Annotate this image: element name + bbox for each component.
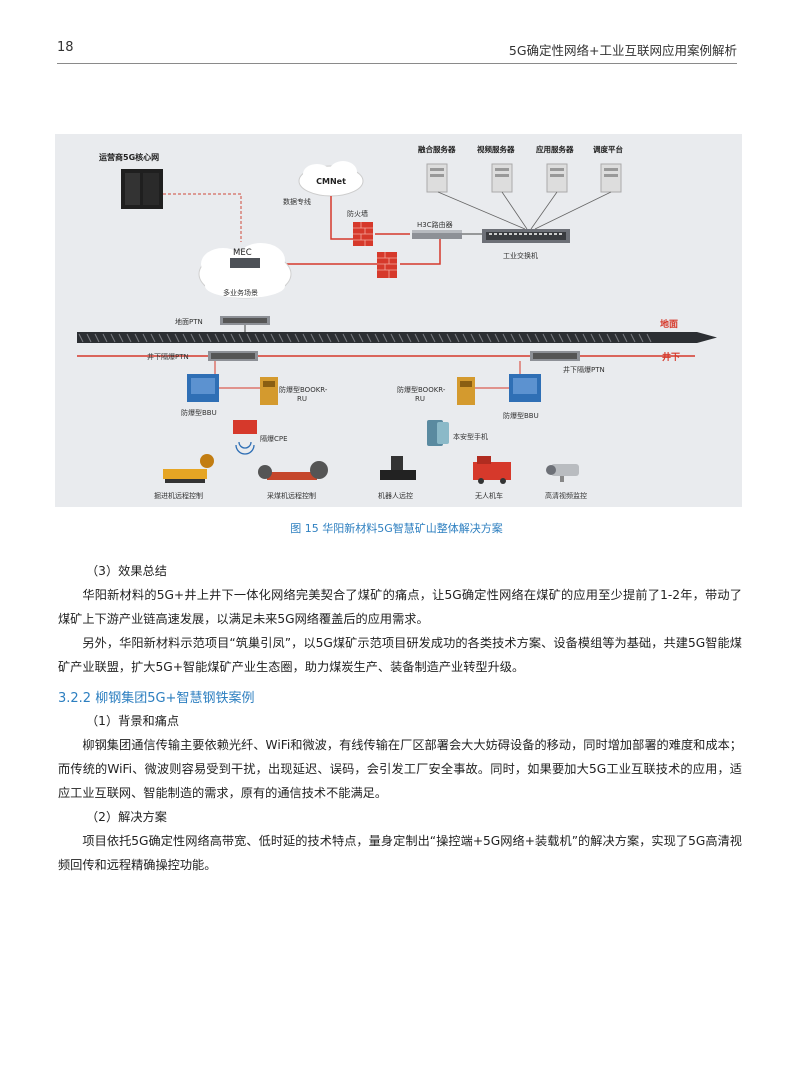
s3-heading: （3）效果总结 bbox=[86, 564, 167, 578]
cmnet-label: CMNet bbox=[316, 177, 346, 186]
firewall-icon bbox=[353, 222, 397, 278]
s1-p1-text: 柳钢集团通信传输主要依赖光纤、WiFi和微波，有线传输在厂区部署会大大妨碍设备的… bbox=[58, 738, 742, 800]
s2-paragraph: 项目依托5G确定性网络高带宽、低时延的技术特点，量身定制出“操控端+5G网络+装… bbox=[58, 829, 742, 877]
shearer-icon bbox=[258, 461, 328, 480]
server-label-3: 应用服务器 bbox=[536, 144, 574, 154]
rru-right-icon bbox=[457, 377, 475, 405]
device-label-4: 无人机车 bbox=[475, 491, 503, 500]
switch-label: 工业交换机 bbox=[503, 251, 538, 260]
firewall-label: 防火墙 bbox=[347, 209, 368, 218]
cpe-icon bbox=[233, 420, 257, 455]
s1-heading: （1）背景和痛点 bbox=[86, 714, 180, 728]
device-label-1: 掘进机远程控制 bbox=[154, 491, 203, 500]
header-title: 5G确定性网络+工业互联网应用案例解析 bbox=[508, 43, 737, 58]
camera-icon bbox=[546, 464, 579, 482]
server-icons bbox=[426, 163, 622, 193]
cpe-label: 隔爆CPE bbox=[260, 434, 288, 443]
s3-p2-text: 另外，华阳新材料示范项目“筑巢引凤”，以5G煤矿示范项目研发成功的各类技术方案、… bbox=[58, 636, 742, 674]
s1-paragraph: 柳钢集团通信传输主要依赖光纤、WiFi和微波，有线传输在厂区部署会大大妨碍设备的… bbox=[58, 733, 742, 805]
bbu-right-icon bbox=[509, 374, 541, 402]
bbu-left-icon bbox=[187, 374, 219, 402]
router-label: H3C路由器 bbox=[417, 220, 453, 229]
data-line-label: 数据专线 bbox=[283, 197, 311, 206]
figure-caption: 图 15 华阳新材料5G智慧矿山整体解决方案 bbox=[290, 522, 503, 535]
device-label-3: 机器人远控 bbox=[378, 491, 413, 500]
s2-heading: （2）解决方案 bbox=[86, 810, 167, 824]
s3-paragraph-2: 另外，华阳新材料示范项目“筑巢引凤”，以5G煤矿示范项目研发成功的各类技术方案、… bbox=[58, 631, 742, 679]
switch-icon bbox=[482, 229, 570, 243]
rru-left-label: 防爆型BOOKR-RU bbox=[279, 385, 328, 403]
phone-icon bbox=[427, 420, 449, 446]
architecture-figure: 运营商5G核心网 CMNet 数据专线 防火墙 H3C路由器 工业交换机 bbox=[55, 134, 742, 507]
roadheader-icon bbox=[163, 454, 214, 483]
server-label-2: 视频服务器 bbox=[477, 144, 515, 154]
ptn-under-right-label: 井下隔爆PTN bbox=[563, 365, 605, 374]
router-icon bbox=[412, 230, 462, 239]
cmnet-cloud-icon bbox=[298, 161, 364, 197]
underground-label: 井下 bbox=[662, 351, 680, 363]
cmnet-fw-link bbox=[330, 196, 355, 240]
header-rule bbox=[57, 63, 737, 64]
device-label-2: 采煤机远程控制 bbox=[267, 491, 316, 500]
underground-ptn-left-icon bbox=[208, 351, 258, 361]
device-label-5: 高清视频监控 bbox=[545, 491, 587, 500]
page-number: 18 bbox=[57, 40, 74, 55]
phone-label: 本安型手机 bbox=[453, 432, 488, 441]
rru-left-icon bbox=[260, 377, 278, 405]
s2-p1-text: 项目依托5G确定性网络高带宽、低时延的技术特点，量身定制出“操控端+5G网络+装… bbox=[58, 834, 742, 872]
ptn-under-left-label: 井下隔爆PTN bbox=[147, 352, 189, 361]
underground-ptn-right-icon bbox=[530, 351, 580, 361]
s3-paragraph-1: 华阳新材料的5G+井上井下一体化网络完美契合了煤矿的痛点，让5G确定性网络在煤矿… bbox=[58, 583, 742, 631]
mec-label: MEC bbox=[233, 248, 252, 258]
page-header: 18 5G确定性网络+工业互联网应用案例解析 bbox=[57, 40, 737, 60]
server-label-4: 调度平台 bbox=[593, 144, 623, 154]
scenes-label: 多业务场景 bbox=[223, 288, 258, 297]
robot-icon bbox=[380, 456, 416, 480]
ground-ptn-label: 地面PTN bbox=[175, 317, 203, 326]
locomotive-icon bbox=[473, 456, 511, 484]
core-label: 运营商5G核心网 bbox=[99, 152, 159, 162]
ground-ptn-icon bbox=[220, 316, 270, 325]
mec-cloud-icon bbox=[198, 243, 292, 299]
section-title: 3.2.2 柳钢集团5G+智慧钢铁案例 bbox=[58, 691, 255, 706]
s3-p1-text: 华阳新材料的5G+井上井下一体化网络完美契合了煤矿的痛点，让5G确定性网络在煤矿… bbox=[58, 588, 742, 626]
rru-right-label: 防爆型BOOKR-RU bbox=[397, 385, 446, 403]
ground-label: 地面 bbox=[660, 318, 678, 330]
bbu-right-label: 防爆型BBU bbox=[503, 411, 539, 420]
core-mec-link bbox=[163, 193, 242, 242]
core-cabinet-icon bbox=[121, 169, 163, 209]
bbu-left-label: 防爆型BBU bbox=[181, 408, 217, 417]
ground-bar bbox=[77, 332, 697, 343]
server-label-1: 融合服务器 bbox=[418, 144, 456, 154]
